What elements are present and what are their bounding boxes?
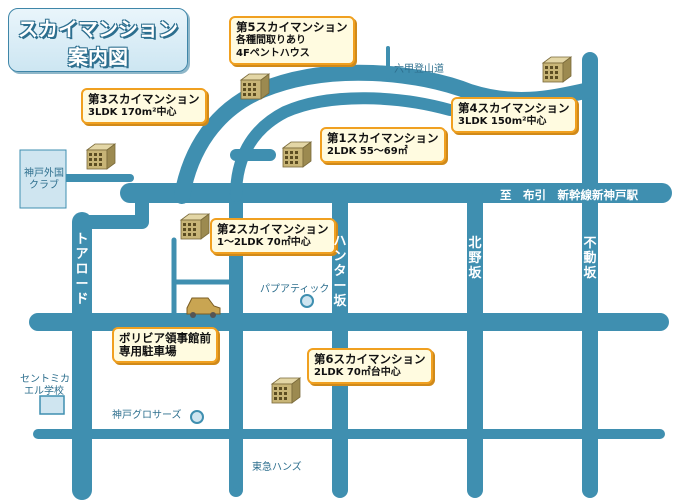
mansion-3-detail: 3LDK 170m²中心 (88, 107, 177, 118)
kobe-club-marker (19, 149, 67, 209)
papatic-marker (300, 294, 314, 308)
hunter-slope-label: ハンター坂 (333, 234, 347, 309)
fudo-slope-label: 不動坂 (583, 236, 597, 281)
mansion-5-detail-1: 各種間取りあり (236, 35, 306, 46)
map-title: スカイマンション (18, 17, 178, 41)
st-michael-label-2: エル学校 (24, 386, 64, 397)
building-icon (239, 73, 271, 100)
st-michael-school-marker (39, 395, 65, 415)
mansion-1-callout[interactable]: 第1スカイマンション 2LDK 55～69㎡ (320, 127, 446, 163)
map-subtitle: 案内図 (68, 45, 128, 69)
building-icon (541, 56, 573, 83)
mansion-5-detail-2: 4Fペントハウス (236, 48, 310, 59)
mansion-3-name: 第3スカイマンション (88, 92, 200, 106)
car-icon (186, 297, 221, 318)
mansion-4-detail: 3LDK 150m²中心 (458, 116, 547, 127)
mansion-3-callout[interactable]: 第3スカイマンション 3LDK 170m²中心 (81, 88, 207, 124)
mansion-6-detail: 2LDK 70㎡台中心 (314, 367, 401, 378)
building-icon (85, 143, 117, 170)
building-icon (270, 377, 302, 404)
toa-road-label: トアロード (75, 232, 89, 307)
east-direction-label: 至 布引 新幹線新神戸駅 (500, 188, 638, 202)
mansion-2-callout[interactable]: 第2スカイマンション 1～2LDK 70㎡中心 (210, 218, 336, 254)
tokyu-hands-label: 東急ハンズ (252, 462, 302, 473)
building-icon (281, 141, 313, 168)
st-michael-label-1: セントミカ (20, 374, 70, 385)
mansion-2-detail: 1～2LDK 70㎡中心 (217, 237, 311, 248)
building-icon (179, 213, 211, 240)
papatic-label: パプアティック (260, 284, 330, 295)
mansion-6-callout[interactable]: 第6スカイマンション 2LDK 70㎡台中心 (307, 348, 433, 384)
mansion-5-name: 第5スカイマンション (236, 20, 348, 34)
map-title-panel: スカイマンション 案内図 (8, 8, 188, 72)
kobe-club-label: 神戸外国クラブ (24, 168, 64, 191)
mansion-1-name: 第1スカイマンション (327, 131, 439, 145)
mansion-4-name: 第4スカイマンション (458, 101, 570, 115)
mansion-6-name: 第6スカイマンション (314, 352, 426, 366)
mansion-4-callout[interactable]: 第4スカイマンション 3LDK 150m²中心 (451, 97, 577, 133)
parking-subtitle: 専用駐車場 (119, 344, 177, 358)
kobe-grocers-marker (190, 410, 204, 424)
kobe-grocers-label: 神戸グロサーズ (112, 410, 182, 421)
mansion-1-detail: 2LDK 55～69㎡ (327, 146, 408, 157)
kitano-slope-label: 北野坂 (468, 236, 482, 281)
mansion-5-callout[interactable]: 第5スカイマンション 各種間取りあり 4Fペントハウス (229, 16, 355, 65)
parking-callout[interactable]: ボリビア領事館前 専用駐車場 (112, 327, 218, 363)
mansion-2-name: 第2スカイマンション (217, 222, 329, 236)
rokko-trail-label: 六甲登山道 (394, 64, 444, 75)
parking-name: ボリビア領事館前 (119, 331, 211, 345)
